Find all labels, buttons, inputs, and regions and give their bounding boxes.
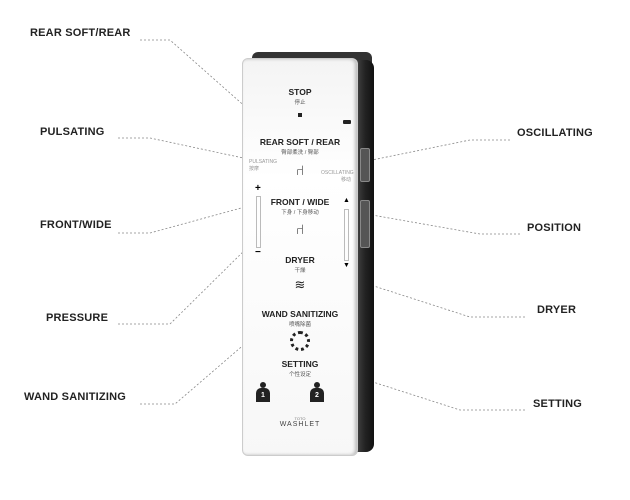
brand-logo: WASHLET <box>279 421 321 428</box>
pulsating-label[interactable]: PULSATING <box>249 159 277 165</box>
callout-pressure: PRESSURE <box>46 312 109 324</box>
position-level-bar <box>344 209 349 261</box>
user-1-label: 1 <box>256 388 270 402</box>
callout-pulsating: PULSATING <box>40 126 105 138</box>
setting-cn: 个性设定 <box>288 372 311 378</box>
stop-cn: 停止 <box>294 100 306 106</box>
pulsating-cn: 按摩 <box>249 166 260 172</box>
front-cn: 下身 / 下身移动 <box>281 210 319 216</box>
stop-button[interactable]: STOP <box>288 87 312 97</box>
oscillating-label[interactable]: OSCILLATING <box>321 170 354 176</box>
dryer-icon: ≋ <box>294 277 306 292</box>
callout-dryer: DRYER <box>537 304 577 316</box>
position-up-icon[interactable]: ▲ <box>343 197 350 204</box>
user-1-button[interactable]: 1 <box>256 382 270 404</box>
dryer-cn: 干燥 <box>294 268 306 274</box>
rear-button[interactable]: REAR SOFT / REAR <box>259 137 341 147</box>
position-side-button[interactable] <box>360 200 370 248</box>
user-2-label: 2 <box>310 388 324 402</box>
remote-control: STOP 停止 REAR SOFT / REAR 臀部柔洗 / 臀部 PULSA… <box>242 52 374 456</box>
stop-indicator <box>298 113 302 117</box>
sanitize-icon <box>290 331 310 351</box>
pressure-level-bar <box>256 196 261 248</box>
oscillating-side-button[interactable] <box>360 148 370 182</box>
callout-wand-sanitizing: WAND SANITIZING <box>24 391 126 403</box>
brand-small: TOTO <box>294 416 306 421</box>
pressure-plus[interactable]: + <box>255 183 261 194</box>
setting-button[interactable]: SETTING <box>281 359 319 369</box>
dryer-button[interactable]: DRYER <box>285 255 315 265</box>
wand-cn: 喷嘴除菌 <box>288 322 311 328</box>
status-led <box>343 120 351 124</box>
callout-oscillating: OSCILLATING <box>517 127 593 139</box>
callout-rear-soft-rear: REAR SOFT/REAR <box>30 27 131 39</box>
callout-position: POSITION <box>527 222 582 234</box>
remote-face: STOP 停止 REAR SOFT / REAR 臀部柔洗 / 臀部 PULSA… <box>242 58 358 456</box>
wand-sanitizing-button[interactable]: WAND SANITIZING <box>261 309 339 319</box>
callout-front-wide: FRONT/WIDE <box>40 219 112 231</box>
callout-setting: SETTING <box>533 398 583 410</box>
rear-seat-icon: ⑁ <box>295 162 305 178</box>
front-button[interactable]: FRONT / WIDE <box>270 197 330 207</box>
rear-cn: 臀部柔洗 / 臀部 <box>281 150 319 156</box>
oscillating-cn: 移动 <box>341 177 352 183</box>
user-2-button[interactable]: 2 <box>310 382 324 404</box>
front-seat-icon: ⑁ <box>295 221 305 237</box>
position-down-icon[interactable]: ▼ <box>343 262 350 269</box>
pressure-minus[interactable]: − <box>255 247 261 258</box>
